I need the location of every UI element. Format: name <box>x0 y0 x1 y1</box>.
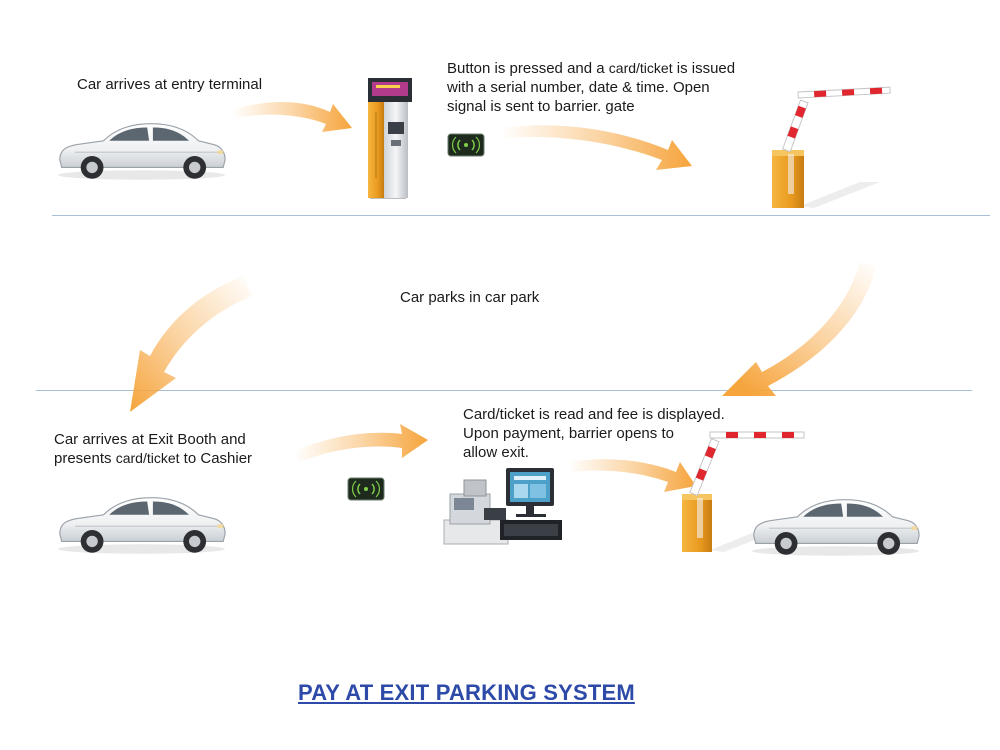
step-issue-line1c: is issued <box>672 60 736 77</box>
step-parks-text: Car parks in car park <box>400 289 540 306</box>
car-icon <box>57 123 226 181</box>
arrow-entry-to-terminal <box>232 101 352 132</box>
barrier-gate-icon <box>682 431 805 552</box>
car-icon <box>57 497 226 555</box>
arrow-booth-to-cashier <box>294 424 428 462</box>
step-payment-line3: allow exit. <box>463 444 529 461</box>
arrow-terminal-to-barrier <box>500 125 692 170</box>
rfid-card-icon <box>447 133 485 157</box>
step-exit-booth-line2c: to Cashier <box>179 450 253 467</box>
diagram-title: PAY AT EXIT PARKING SYSTEM <box>298 680 635 705</box>
car-icon <box>751 499 920 557</box>
step-exit-booth-line2a: presents <box>54 450 116 467</box>
step-issue-line1b: card/ticket <box>608 60 673 76</box>
step-exit-booth-line2b: card/ticket <box>115 450 180 466</box>
step-issue-text: Button is pressed and a card/ticket is i… <box>447 59 735 116</box>
step-exit-booth-text: Car arrives at Exit Booth and presents c… <box>54 430 252 468</box>
step-payment-text: Card/ticket is read and fee is displayed… <box>463 405 725 462</box>
arrow-park-to-exit-booth <box>130 276 252 412</box>
divider-top <box>52 215 990 216</box>
step-issue-line1a: Button is pressed and a <box>447 60 609 77</box>
cashier-station-icon <box>443 468 562 545</box>
step-exit-booth-line1: Car arrives at Exit Booth and <box>54 431 246 448</box>
arrow-cashier-to-exit-barrier <box>568 459 696 492</box>
step-issue-line3: signal is sent to barrier. gate <box>447 98 635 115</box>
step-issue-line2: with a serial number, date & time. Open <box>447 79 710 96</box>
step-entry-text: Car arrives at entry terminal <box>77 76 263 93</box>
entry-terminal-icon <box>368 78 412 199</box>
step-payment-line1: Card/ticket is read and fee is displayed… <box>463 406 725 423</box>
rfid-card-icon <box>347 477 385 501</box>
step-payment-line2: Upon payment, barrier opens to <box>463 425 674 442</box>
barrier-gate-icon <box>772 86 891 208</box>
divider-bottom <box>36 390 972 391</box>
arrow-barrier-to-park <box>722 262 876 396</box>
